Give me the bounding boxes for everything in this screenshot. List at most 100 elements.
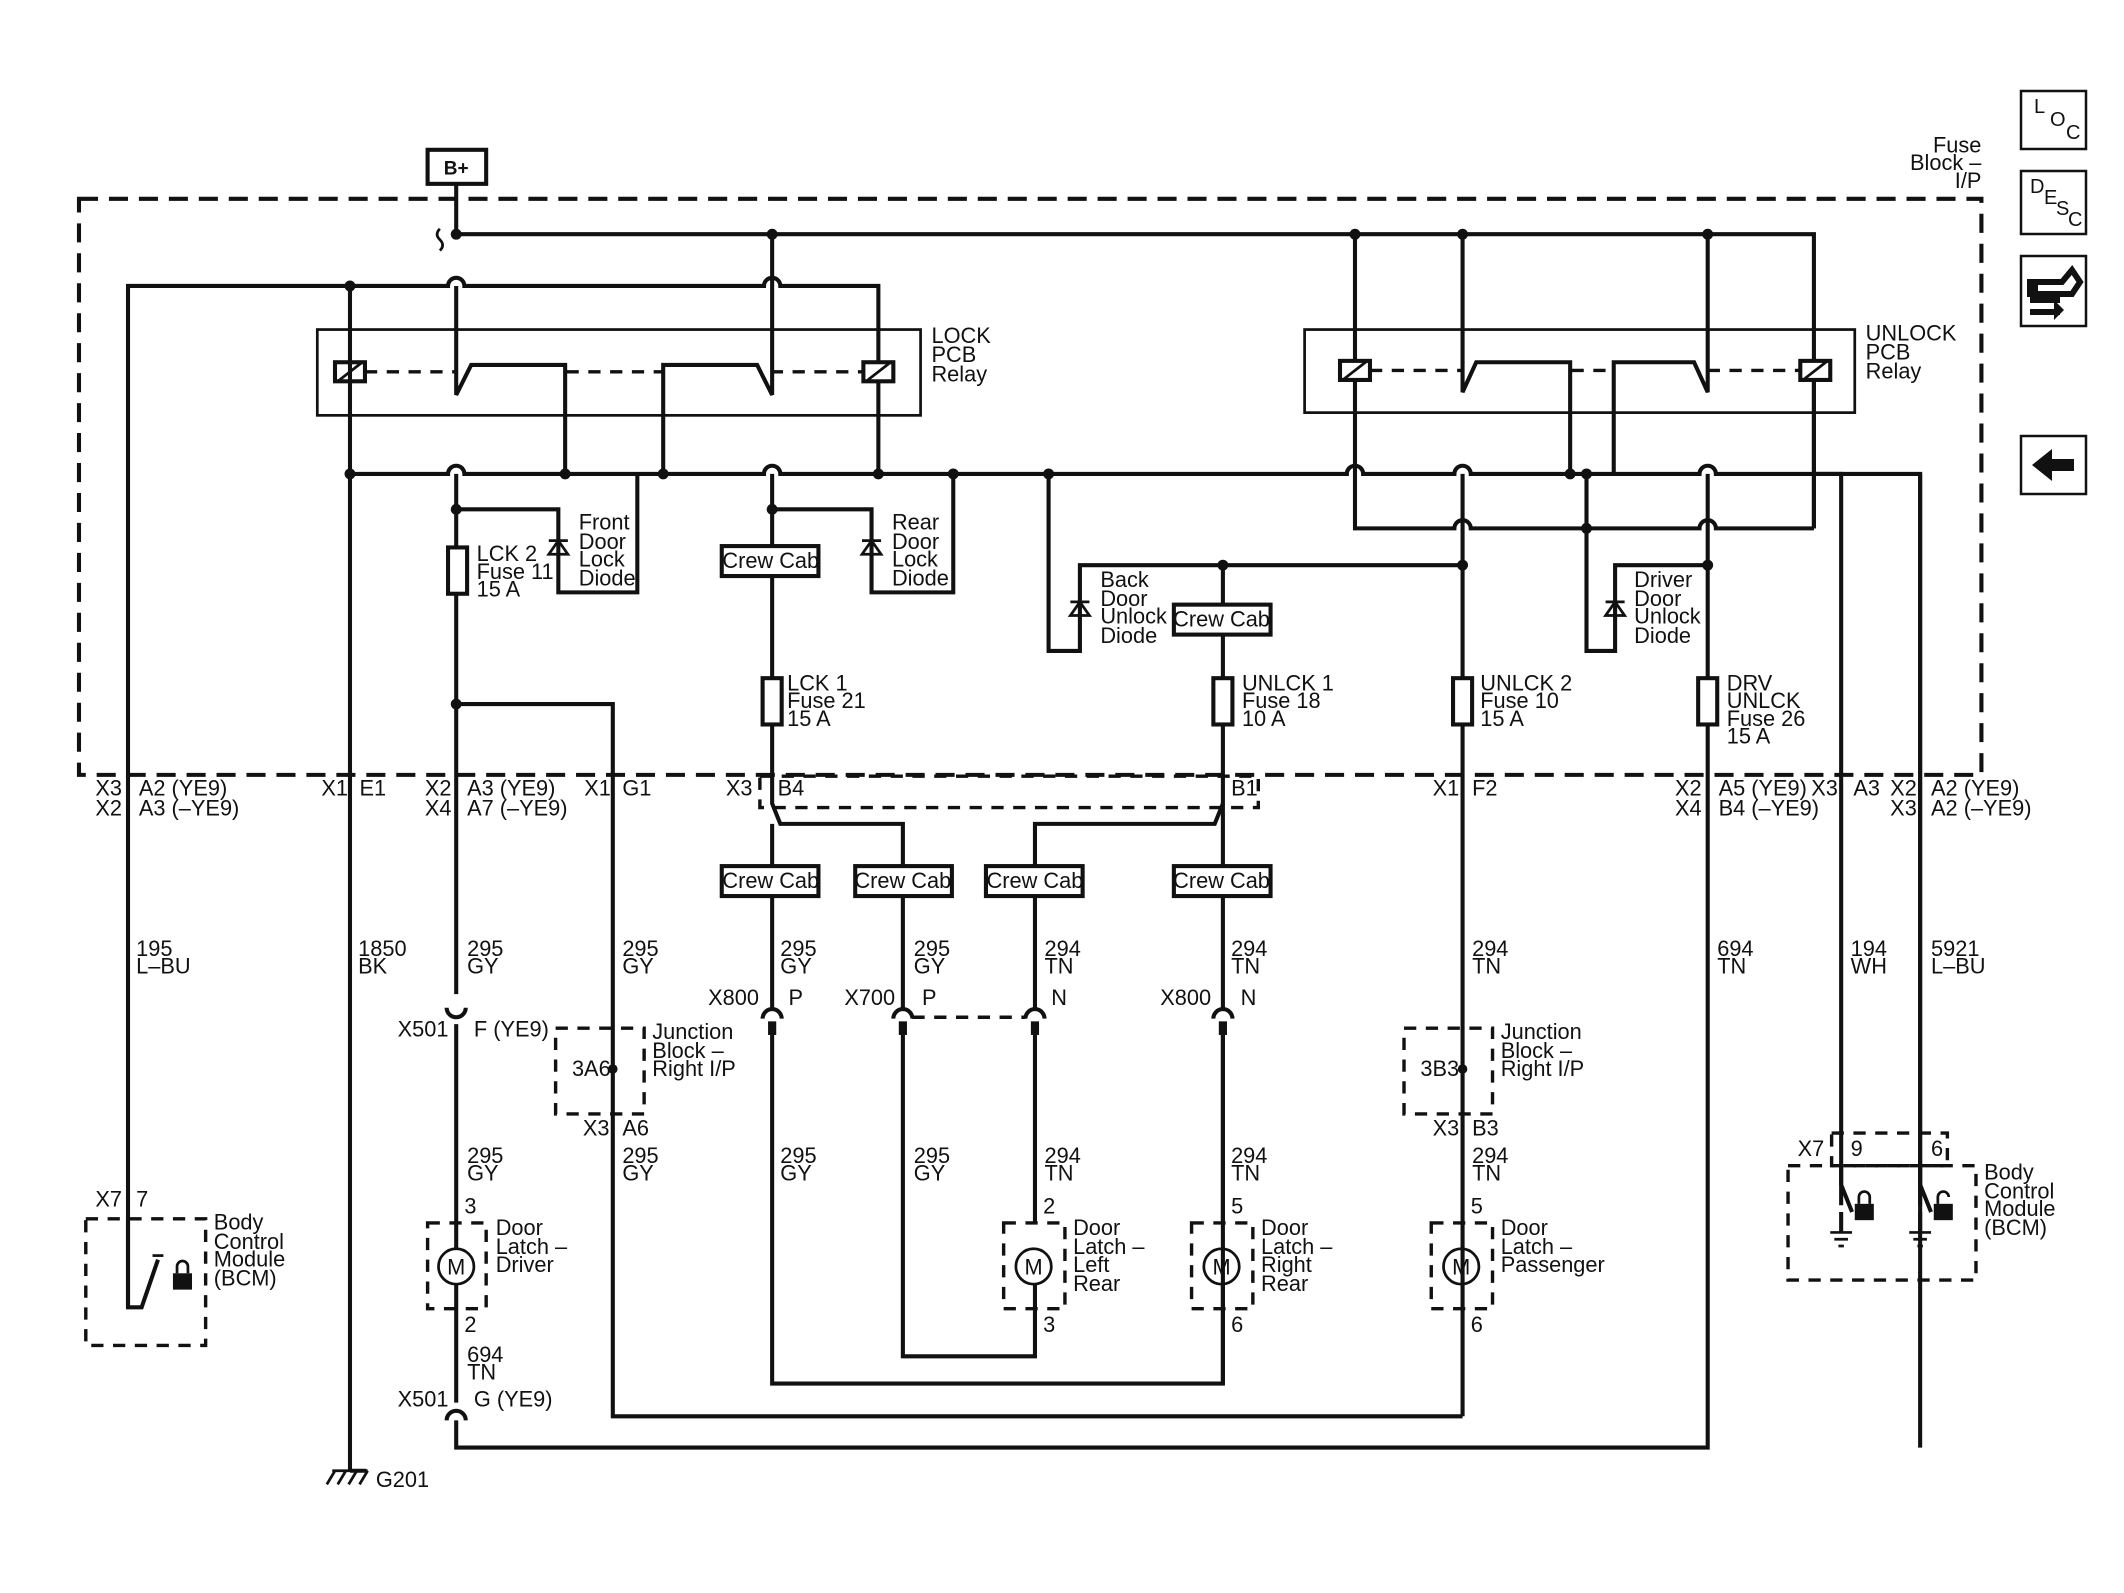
svg-text:P: P: [922, 985, 937, 1010]
svg-text:A5 (YE9): A5 (YE9): [1719, 775, 1807, 800]
svg-text:PCB: PCB: [1866, 340, 1911, 365]
svg-text:Junction: Junction: [652, 1019, 733, 1044]
svg-text:N: N: [1051, 985, 1067, 1010]
svg-text:295: 295: [914, 936, 950, 961]
svg-text:15 A: 15 A: [787, 706, 831, 731]
svg-text:Back: Back: [1100, 567, 1149, 592]
svg-text:LCK 1: LCK 1: [787, 670, 848, 695]
svg-text:A2 (–YE9): A2 (–YE9): [1931, 796, 2031, 821]
svg-text:9: 9: [1851, 1136, 1863, 1161]
connector-view-button[interactable]: [2019, 254, 2088, 328]
bcm-left-module: X7 7 Body Control Module (BCM): [84, 1187, 285, 1348]
back-button[interactable]: [2019, 434, 2088, 496]
svg-text:Driver: Driver: [1634, 567, 1692, 592]
svg-text:L–BU: L–BU: [136, 954, 190, 979]
svg-text:Lock: Lock: [579, 547, 625, 572]
svg-text:Driver: Driver: [496, 1252, 554, 1277]
svg-text:Diode: Diode: [1100, 623, 1157, 648]
svg-text:X2: X2: [1675, 775, 1702, 800]
svg-text:TN: TN: [467, 1360, 496, 1385]
svg-text:Fuse: Fuse: [1933, 133, 1981, 158]
svg-text:195: 195: [136, 936, 172, 961]
fuse-drv-unlck-label: DRV UNLCK Fuse 26 15 A: [1727, 670, 1806, 748]
crew-cab-badges-lower: Crew Cab Crew Cab Crew Cab Crew Cab: [719, 864, 1273, 899]
svg-text:294: 294: [1231, 1143, 1267, 1168]
svg-text:Right I/P: Right I/P: [1501, 1056, 1584, 1081]
svg-text:Door: Door: [1100, 586, 1147, 611]
svg-text:Diode: Diode: [579, 566, 636, 591]
svg-text:2: 2: [1043, 1193, 1055, 1218]
svg-text:GY: GY: [914, 954, 946, 979]
svg-text:GY: GY: [467, 954, 499, 979]
battery-source-box: [425, 147, 489, 186]
svg-text:TN: TN: [1472, 1161, 1501, 1186]
unlock-icon: [1933, 1190, 1953, 1221]
svg-text:X1: X1: [321, 775, 348, 800]
svg-text:Door: Door: [579, 529, 626, 554]
svg-text:E: E: [2044, 187, 2057, 209]
svg-text:Latch –: Latch –: [1073, 1234, 1145, 1259]
fuse-lck1-label: LCK 1 Fuse 21 15 A: [787, 670, 866, 730]
svg-text:X4: X4: [425, 796, 452, 821]
svg-text:Rear: Rear: [1073, 1271, 1120, 1296]
inline-connector-x700: X700 P N: [844, 985, 1067, 1035]
svg-text:GY: GY: [914, 1161, 946, 1186]
svg-text:LOCK: LOCK: [931, 323, 991, 348]
svg-text:TN: TN: [1717, 954, 1746, 979]
desc-button[interactable]: D E S C: [2019, 169, 2088, 236]
svg-text:X2: X2: [1890, 775, 1917, 800]
svg-text:TN: TN: [1045, 954, 1074, 979]
svg-text:M: M: [1025, 1255, 1043, 1280]
svg-text:UNLCK 1: UNLCK 1: [1242, 670, 1334, 695]
bcm-right-module: X7 9 6 Body Control Module (BCM): [1786, 1131, 2056, 1282]
door-latch-passenger-motor: M 5 6 Door Latch – Passenger: [1429, 1193, 1605, 1337]
rear-door-lock-diode: [859, 538, 884, 556]
svg-text:TN: TN: [1231, 1161, 1260, 1186]
svg-text:Crew Cab: Crew Cab: [722, 548, 819, 573]
fuse-unlck2-label: UNLCK 2 Fuse 10 15 A: [1480, 670, 1572, 730]
svg-text:O: O: [2050, 109, 2066, 131]
svg-text:BK: BK: [358, 954, 388, 979]
svg-text:A3: A3: [1853, 775, 1880, 800]
svg-text:Module: Module: [1984, 1196, 2055, 1221]
svg-text:UNLOCK: UNLOCK: [1866, 320, 1957, 345]
svg-text:295: 295: [467, 1143, 503, 1168]
svg-text:UNLCK: UNLCK: [1727, 688, 1801, 713]
svg-text:Block –: Block –: [652, 1038, 724, 1063]
svg-text:B3: B3: [1472, 1116, 1499, 1141]
lock-relay-label: LOCK PCB Relay: [931, 323, 991, 386]
svg-text:E1: E1: [360, 775, 387, 800]
svg-text:7: 7: [136, 1187, 148, 1212]
svg-text:Body: Body: [214, 1210, 264, 1235]
lock-icon: [1854, 1190, 1874, 1221]
svg-text:N: N: [1241, 985, 1257, 1010]
svg-text:X3: X3: [1811, 775, 1838, 800]
svg-text:15 A: 15 A: [1727, 724, 1771, 749]
svg-text:Control: Control: [214, 1229, 284, 1254]
door-latch-right-rear-motor: M 5 6 Door Latch – Right Rear: [1189, 1193, 1333, 1337]
svg-text:295: 295: [914, 1143, 950, 1168]
inline-connector-x800-p: X800 P: [708, 985, 803, 1035]
fuse-unlck1: [1211, 676, 1235, 727]
fuse-drv-unlck: [1696, 676, 1720, 727]
svg-text:X800: X800: [708, 985, 759, 1010]
svg-text:Block –: Block –: [1501, 1038, 1573, 1063]
lock-relay: [315, 328, 922, 417]
door-latch-left-rear-motor: M 2 3 Door Latch – Left Rear: [1001, 1193, 1145, 1337]
svg-text:GY: GY: [780, 954, 812, 979]
fuse-lck2: [445, 545, 470, 596]
loc-button[interactable]: L O C: [2019, 89, 2088, 151]
svg-text:(BCM): (BCM): [1984, 1215, 2047, 1240]
driver-door-unlock-diode-label: Driver Door Unlock Diode: [1634, 567, 1701, 648]
svg-text:Unlock: Unlock: [1634, 604, 1701, 629]
svg-text:X700: X700: [844, 985, 895, 1010]
svg-text:Door: Door: [1073, 1215, 1120, 1240]
svg-text:M: M: [447, 1255, 465, 1280]
svg-text:294: 294: [1231, 936, 1267, 961]
svg-text:C: C: [2068, 209, 2082, 231]
svg-text:LCK 2: LCK 2: [477, 541, 538, 566]
fuse-unlck1-label: UNLCK 1 Fuse 18 10 A: [1242, 670, 1334, 730]
battery-source-label: B+: [444, 158, 469, 179]
svg-text:5: 5: [1471, 1193, 1483, 1218]
